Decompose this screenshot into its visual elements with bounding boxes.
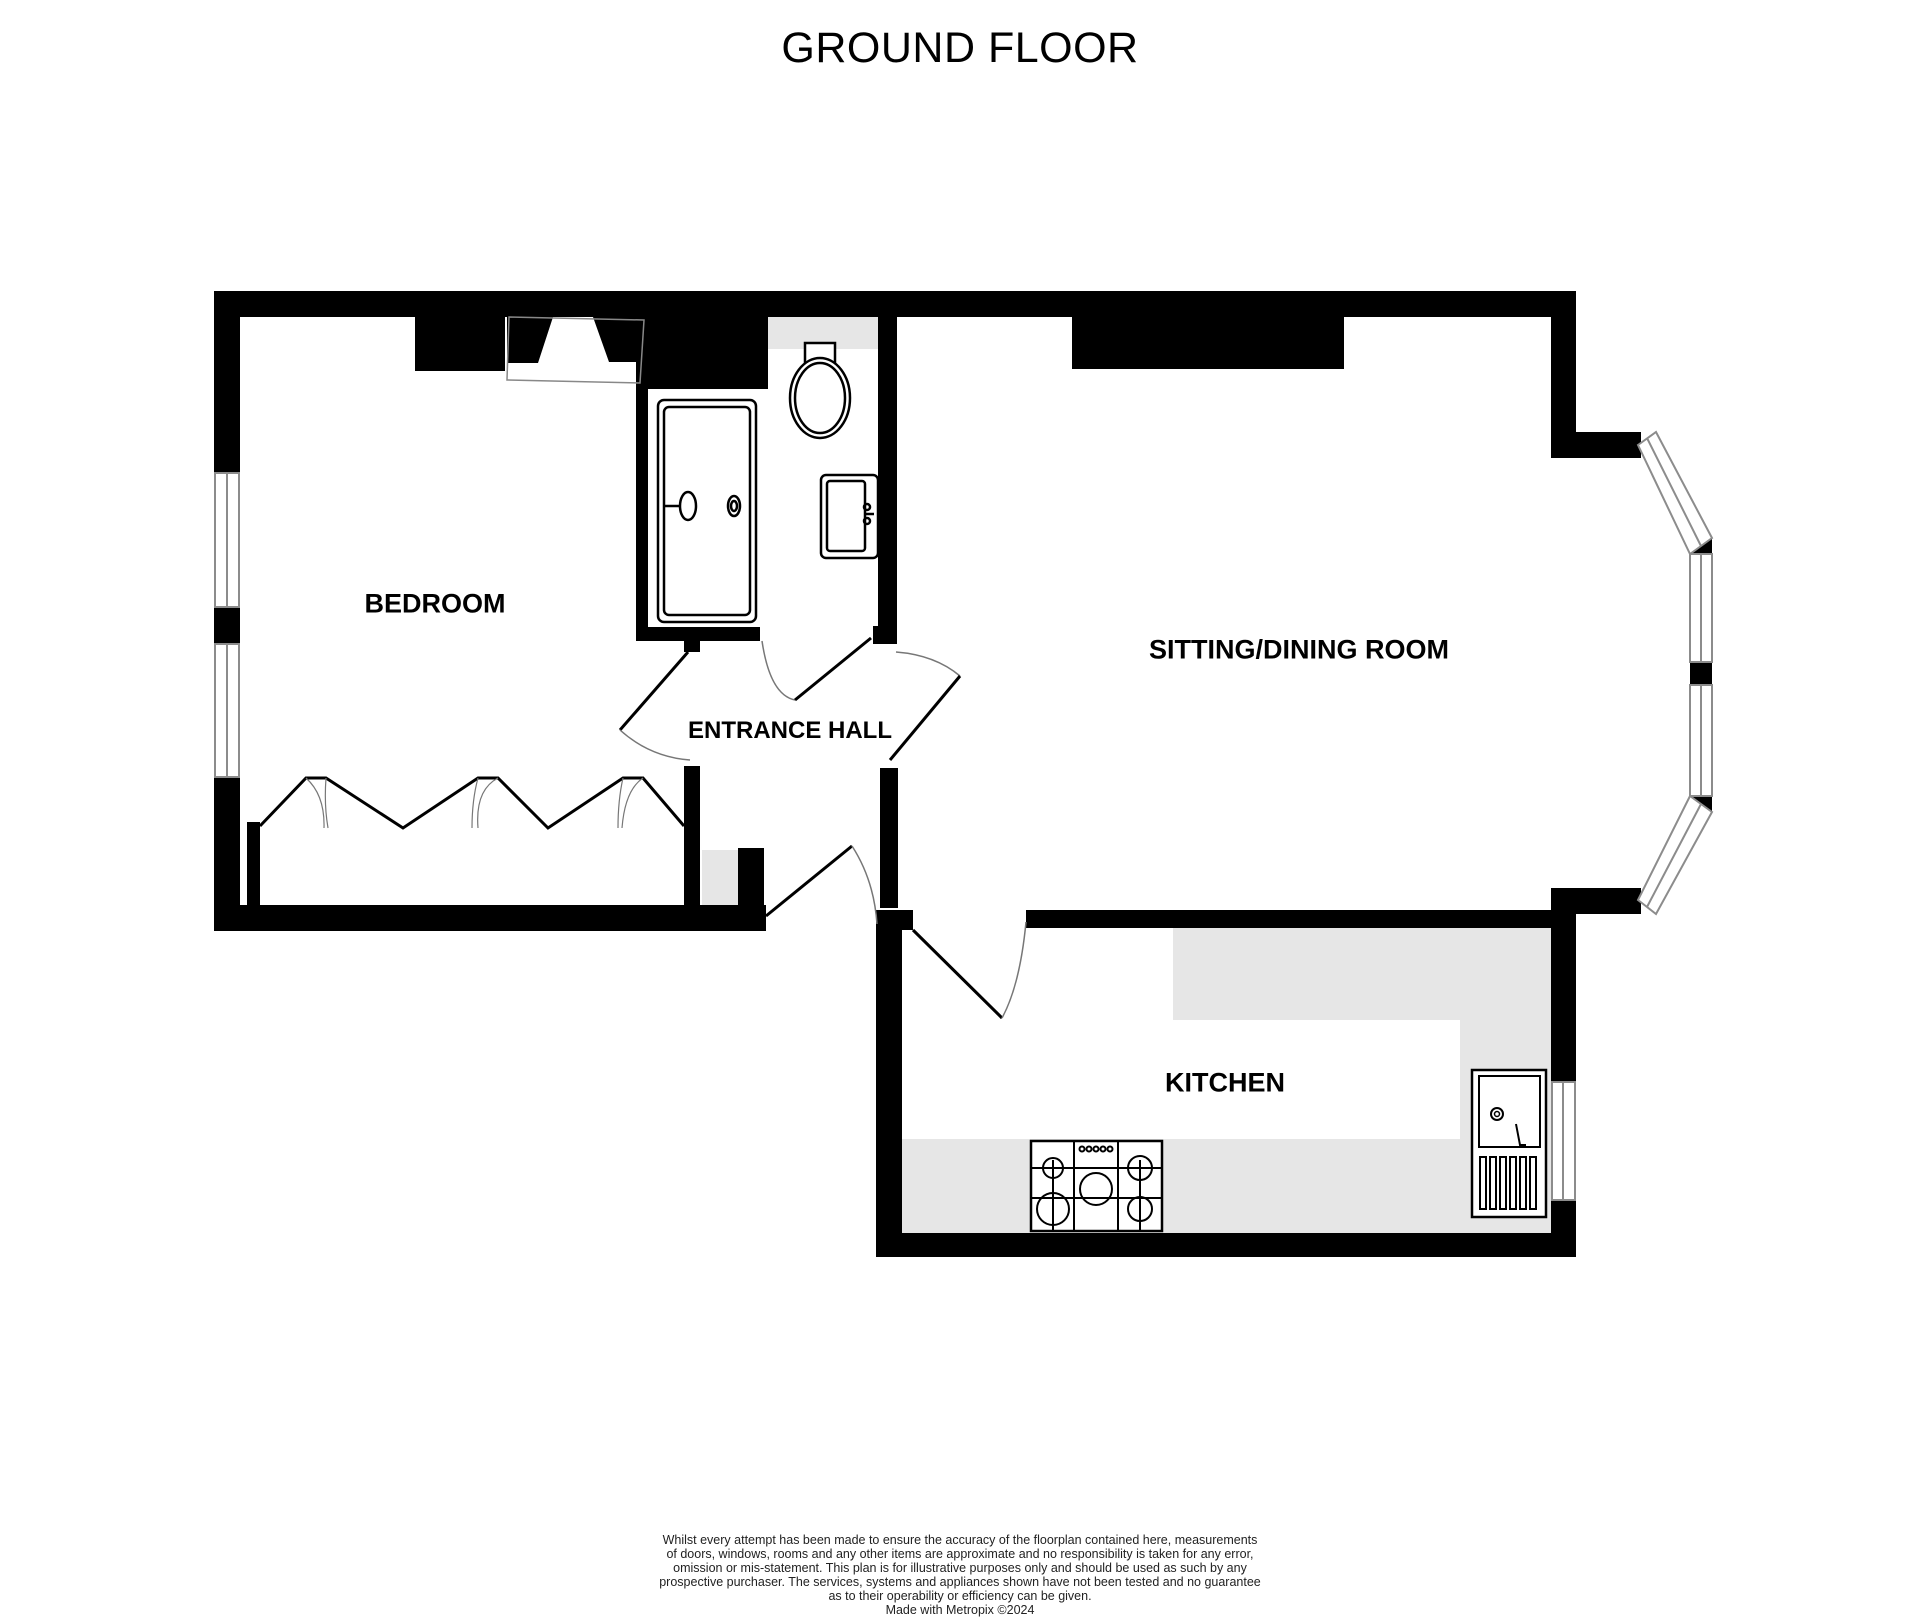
- metropix-credit: Made with Metropix ©2024: [885, 1603, 1035, 1617]
- toilet: [788, 341, 852, 440]
- disclaimer: Whilst every attempt has been made to en…: [560, 1533, 1360, 1617]
- wardrobe-doors: [258, 776, 686, 830]
- walls: [214, 291, 1712, 1257]
- floor-title: GROUND FLOOR: [781, 24, 1139, 72]
- room-label-entrance-hall: ENTRANCE HALL: [688, 717, 892, 744]
- disclaimer-line: Whilst every attempt has been made to en…: [662, 1533, 1258, 1547]
- disclaimer-line: as to their operability or efficiency ca…: [828, 1589, 1092, 1603]
- hob: [1029, 1139, 1164, 1233]
- fireplace-hearth: [506, 316, 645, 384]
- hall-cupboard-shelf: [702, 850, 738, 907]
- room-label-sitting-dining-room: SITTING/DINING ROOM: [1149, 634, 1449, 665]
- sink: [1470, 1068, 1548, 1219]
- bath: [656, 398, 758, 624]
- disclaimer-line: prospective purchaser. The services, sys…: [659, 1575, 1261, 1589]
- kitchen-counters: [902, 928, 1551, 1234]
- windows: [214, 430, 1714, 1201]
- disclaimer-line: omission or mis-statement. This plan is …: [673, 1561, 1247, 1575]
- room-label-bedroom: BEDROOM: [364, 588, 506, 619]
- basin: [819, 473, 880, 560]
- disclaimer-line: of doors, windows, rooms and any other i…: [666, 1547, 1254, 1561]
- doors: [618, 636, 1027, 1020]
- room-label-kitchen: KITCHEN: [1165, 1067, 1285, 1098]
